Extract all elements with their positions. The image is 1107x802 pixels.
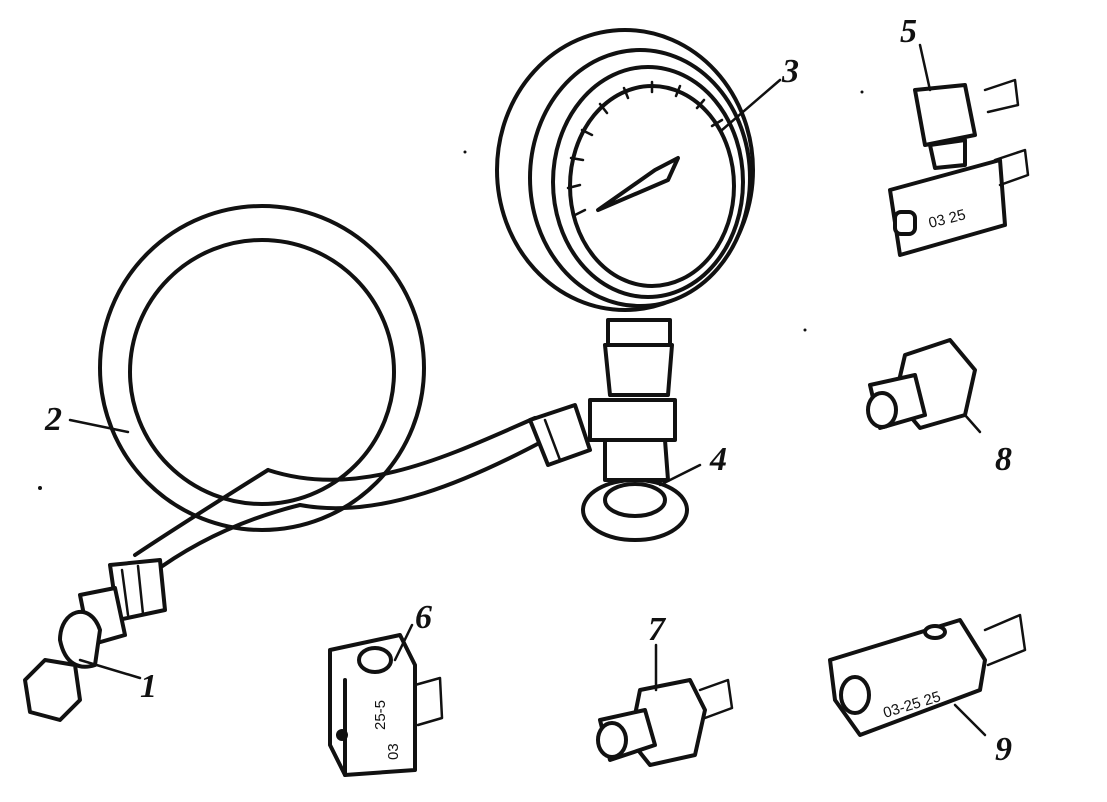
leader-lines bbox=[68, 43, 987, 737]
callout-6: 6 bbox=[415, 599, 432, 636]
hex-nipple bbox=[866, 338, 977, 430]
block-stamp-b: 03 bbox=[385, 743, 402, 760]
hose-coil bbox=[98, 204, 547, 577]
callout-9: 9 bbox=[995, 731, 1012, 768]
angle-adapter: 03 25 bbox=[888, 78, 1030, 257]
callout-1: 1 bbox=[140, 668, 157, 705]
hex-nipple-small bbox=[596, 678, 734, 767]
callout-4: 4 bbox=[709, 441, 727, 478]
hose-ferrule bbox=[528, 403, 592, 467]
long-adapter: 03-25 25 bbox=[828, 613, 1027, 737]
elbow-fitting bbox=[23, 558, 167, 722]
block-stamp-a: 25-5 bbox=[372, 700, 389, 730]
gauge-base bbox=[581, 478, 689, 542]
callout-2: 2 bbox=[44, 401, 62, 438]
callout-7: 7 bbox=[648, 611, 667, 648]
scan-specks bbox=[38, 90, 864, 490]
callout-3: 3 bbox=[781, 53, 799, 90]
callout-8: 8 bbox=[995, 441, 1012, 478]
pressure-gauge bbox=[495, 28, 755, 312]
block-adapter: 25-5 03 bbox=[328, 633, 444, 777]
gauge-stem bbox=[588, 318, 677, 482]
callout-5: 5 bbox=[900, 13, 917, 50]
